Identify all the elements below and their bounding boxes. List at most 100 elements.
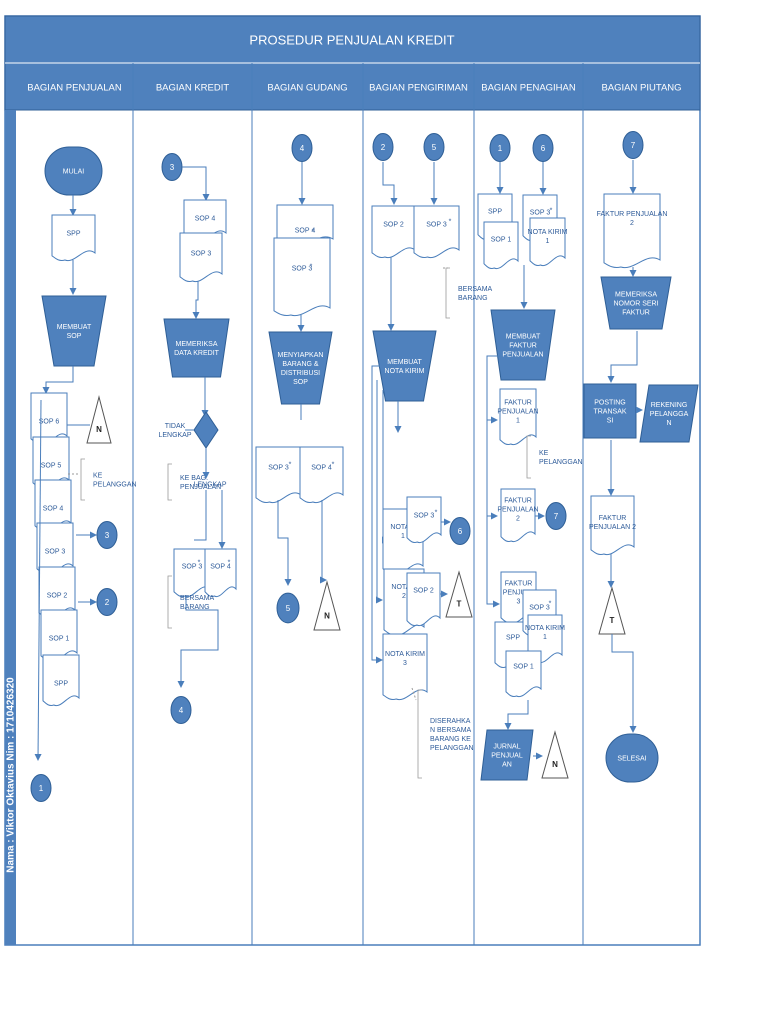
archive-t-icon-label: T xyxy=(610,616,615,625)
label-line: PENJUALAN xyxy=(497,408,538,415)
lane-header-label: BAGIAN PIUTANG xyxy=(601,82,681,93)
label-line: FAKTUR xyxy=(509,342,537,349)
label-line: TRANSAK xyxy=(593,408,626,415)
label-line: BAGIAN PENAGIHAN xyxy=(481,82,576,93)
bersama-barang-note-bracket xyxy=(167,575,172,629)
label-line: FAKTUR PENJUALAN xyxy=(597,211,668,218)
label-line: MENYIAPKAN xyxy=(278,352,324,359)
connector-4-out-icon xyxy=(170,696,192,724)
out-sop4-document-label: SOP 4 xyxy=(311,464,332,471)
mark: * xyxy=(289,461,292,468)
connector-7-out-icon xyxy=(545,502,567,530)
membuat-faktur-process xyxy=(490,309,556,381)
mark: * xyxy=(228,559,231,566)
out-sop4-document xyxy=(299,446,344,504)
label-line: PELANGGAN xyxy=(430,745,474,752)
spp-document-label: SPP xyxy=(488,208,502,215)
label-line: MEMBUAT xyxy=(57,324,92,331)
ke-bag-penjualan-note: KE BAG.PENJUALAN xyxy=(180,475,221,491)
label-line: 1 xyxy=(39,784,44,793)
label-line: KE xyxy=(93,472,103,479)
connector-1-in-icon xyxy=(489,134,511,162)
title-bar xyxy=(4,15,701,64)
label-line: FAKTUR xyxy=(504,399,532,406)
connector-6-out-icon xyxy=(449,517,471,545)
faktur2-document xyxy=(500,488,536,543)
label-line: MEMBUAT xyxy=(506,333,541,340)
label-line: SOP 3 xyxy=(529,604,550,611)
memeriksa-data-kredit-process xyxy=(163,318,230,378)
label-line: NOTA K xyxy=(390,524,415,531)
flow-arrow xyxy=(376,380,383,604)
label-line: PENJUALAN xyxy=(180,484,221,491)
spp-document-label: SPP xyxy=(66,230,80,237)
nota2-sop2-document xyxy=(406,572,441,627)
ke-pelanggan-note-bracket xyxy=(80,458,85,501)
sop3-document-label: SOP 3 xyxy=(292,265,313,272)
archive-n-icon-label: N xyxy=(96,425,102,434)
label-line: 1 xyxy=(498,144,503,153)
label-line: 2 xyxy=(381,143,386,152)
label-line: 4 xyxy=(179,706,184,715)
sop3-document-label: SOP 3 xyxy=(530,209,551,216)
flow-arrow xyxy=(194,490,207,541)
connector-4-in-icon xyxy=(291,134,313,162)
label-line: * xyxy=(198,559,201,566)
label-line: NOTA KIRIM xyxy=(525,625,565,632)
connector-2-icon xyxy=(96,588,118,616)
out-sop3-document-label: SOP 3 xyxy=(182,563,203,570)
label-line: 6 xyxy=(541,144,546,153)
connector-5-out-icon xyxy=(276,592,300,624)
label-line: DISTRIBUSI xyxy=(281,370,320,377)
bottom-sop1-document-label: SOP 1 xyxy=(513,663,534,670)
flow-arrow xyxy=(42,366,74,394)
archive-t-icon-label: T xyxy=(457,599,462,608)
label-line: FAKTUR xyxy=(622,309,650,316)
label-line: * xyxy=(549,600,552,607)
label-line: SOP xyxy=(293,379,308,386)
label-line: NOTA KIRIM xyxy=(385,651,425,658)
archive-n-icon xyxy=(313,580,341,631)
label-line: SOP xyxy=(67,333,82,340)
menyiapkan-barang-process xyxy=(268,331,333,405)
sop2-document-label: SOP 2 xyxy=(383,221,404,228)
diagram-title: PROSEDUR PENJUALAN KREDIT xyxy=(249,33,454,48)
membuat-nota-kirim-process xyxy=(372,330,437,402)
label-line: SI xyxy=(607,417,614,424)
label-line: SOP 1 xyxy=(49,635,70,642)
sop3-document-label: SOP 3 xyxy=(426,221,447,228)
label-line: REKENING xyxy=(651,402,688,409)
stack-document-label: SOP 6 xyxy=(39,418,60,425)
flow-arrow xyxy=(504,700,529,730)
label-line: BAGIAN KREDIT xyxy=(156,82,230,93)
label-line: BERSAMA xyxy=(458,286,493,293)
ke-bag-penjualan-note-bracket xyxy=(167,463,172,501)
label-line: N BERSAMA xyxy=(430,727,472,734)
label-line: SOP 4 xyxy=(210,563,231,570)
faktur-penjualan2-document xyxy=(603,193,661,269)
label-line: SELESAI xyxy=(617,755,646,762)
flow-arrow xyxy=(277,500,292,586)
label-line: * xyxy=(289,461,292,468)
label-line: SPP xyxy=(506,634,520,641)
jurnal-penjualan-data xyxy=(480,729,534,781)
archive-n-icon xyxy=(86,395,112,444)
label-line: 6 xyxy=(458,527,463,536)
label-line: NOTA KIRIM xyxy=(528,229,568,236)
label-line: BARANG & xyxy=(282,361,319,368)
label-line: T xyxy=(457,599,462,608)
connector-2-in-icon-label: 2 xyxy=(381,143,386,152)
stack-document-label: SOP 3 xyxy=(45,548,66,555)
label-line: NOMOR SERI xyxy=(613,300,658,307)
lane-header-label: BAGIAN PENJUALAN xyxy=(27,82,122,93)
label-line: AN xyxy=(502,761,512,768)
label-line: SOP 4 xyxy=(195,215,216,222)
label-line: NOTA K xyxy=(391,584,416,591)
